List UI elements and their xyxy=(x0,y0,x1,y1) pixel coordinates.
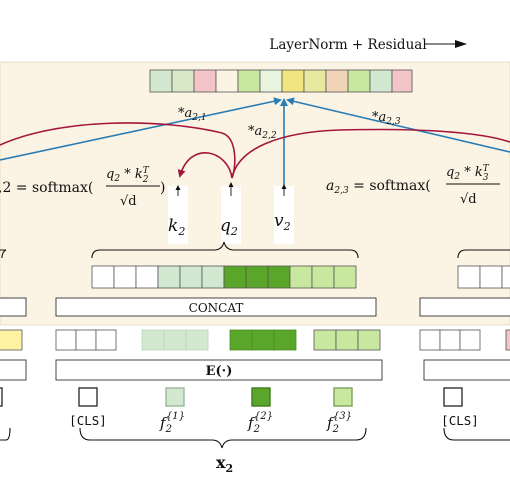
embedding-right-partial xyxy=(419,329,510,351)
svg-text:): ) xyxy=(160,180,165,196)
svg-text:v2: v2 xyxy=(274,211,291,233)
token-feature-3-square xyxy=(333,387,353,407)
output-vector xyxy=(149,69,413,93)
projection-brace-center xyxy=(91,241,359,259)
token-feature-1-label: f2{1} xyxy=(159,411,185,435)
token-cls-square xyxy=(78,387,98,407)
token-left-partial xyxy=(0,387,3,407)
input-brace-left xyxy=(0,427,11,441)
svg-text:q2 * kT3: q2 * kT3 xyxy=(446,164,490,183)
embed-label: E(·) xyxy=(206,364,233,379)
concat-block xyxy=(55,297,377,317)
attention-curve-to-k xyxy=(177,151,233,179)
token-feature-2-square xyxy=(251,387,271,407)
softmax-formula-right: a2,3 = softmax( xyxy=(326,178,431,196)
weight-label-a21: *a2,1 xyxy=(178,106,207,123)
softmax-formula-left: ,2 = softmax( xyxy=(0,180,93,196)
layernorm-label: LayerNorm + Residual xyxy=(269,37,426,53)
concat-vector xyxy=(91,265,357,289)
embedding-left-partial xyxy=(0,329,23,351)
attention-curve-right xyxy=(231,128,510,179)
svg-text:√d: √d xyxy=(120,194,137,209)
embedding-feature-1 xyxy=(141,329,209,351)
input-brace xyxy=(79,427,367,449)
value-vector: v2 xyxy=(274,184,294,244)
attention-curve-left xyxy=(0,122,236,179)
concat-label: CONCAT xyxy=(189,301,244,315)
embedding-feature-3 xyxy=(313,329,381,351)
token-feature-2-label: f2{2} xyxy=(247,411,273,435)
embed-block xyxy=(55,359,383,381)
weight-arrow-a23 xyxy=(286,97,510,153)
concat-block-right xyxy=(419,297,510,317)
embedding-feature-2 xyxy=(229,329,297,351)
embedding-cls xyxy=(55,329,117,351)
query-vector: q2 xyxy=(220,182,241,244)
input-brace-right xyxy=(443,427,510,441)
weight-arrow-a21 xyxy=(0,97,282,161)
projection-brace-right xyxy=(457,249,510,259)
concat-vector-right xyxy=(457,265,510,289)
group-label-x2: x2 xyxy=(216,453,233,475)
token-feature-1-square xyxy=(165,387,185,407)
token-cls-label: [CLS] xyxy=(69,413,107,428)
svg-text:q2 * kT2: q2 * kT2 xyxy=(106,166,150,185)
svg-text:√d: √d xyxy=(460,192,477,207)
embed-block-left xyxy=(0,359,27,381)
token-feature-3-label: f2{3} xyxy=(326,411,352,435)
weight-label-a23: *a2,3 xyxy=(372,110,401,127)
token-cls-square-right xyxy=(443,387,463,407)
embed-block-right xyxy=(423,359,510,381)
weight-label-a22: *a2,2 xyxy=(248,124,277,141)
svg-text:k2: k2 xyxy=(168,216,185,238)
concat-block-left xyxy=(0,297,27,317)
key-vector: k2 xyxy=(168,185,188,244)
svg-text:q2: q2 xyxy=(220,216,238,238)
token-cls-label-right: [CLS] xyxy=(441,413,479,428)
projection-brace-left xyxy=(0,249,7,259)
